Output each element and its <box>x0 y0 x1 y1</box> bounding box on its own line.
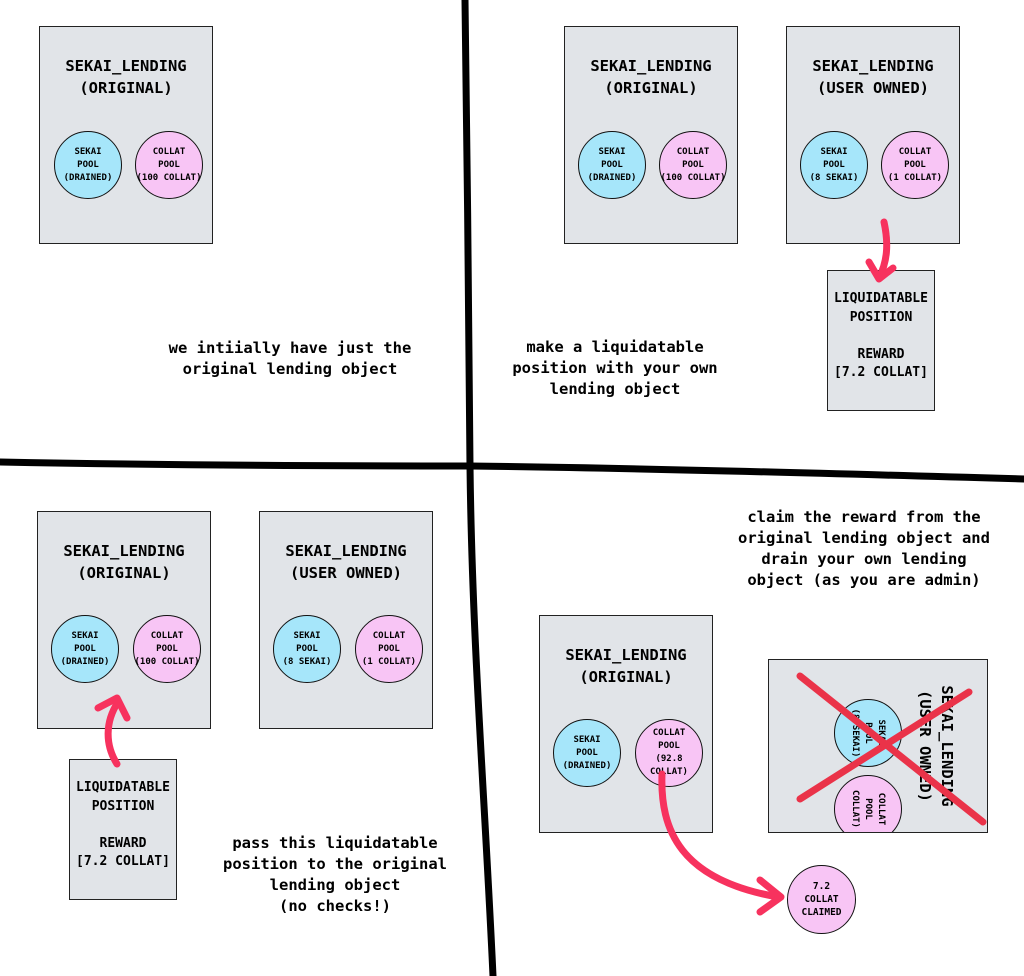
horizontal-divider <box>0 458 1024 483</box>
box-title: SEKAI_LENDING (USER OWNED) <box>812 57 934 97</box>
q2-liquidatable-position: LIQUIDATABLE POSITION REWARD [7.2 COLLAT… <box>827 270 935 411</box>
q3-liquidatable-position: LIQUIDATABLE POSITION REWARD [7.2 COLLAT… <box>69 759 177 900</box>
collat-pool: COLLAT POOL (100 COLLAT) <box>133 615 201 683</box>
sekai-pool: SEKAI POOL (DRAINED) <box>553 719 621 787</box>
box-title: SEKAI_LENDING (ORIGINAL) <box>565 646 687 686</box>
sekai-pool: SEKAI POOL (DRAINED) <box>51 615 119 683</box>
vertical-divider <box>461 0 497 976</box>
sekai-pool: SEKAI POOL (DRAINED) <box>54 131 122 199</box>
q1-original-lending-box: SEKAI_LENDING (ORIGINAL) SEKAI POOL (DRA… <box>39 26 213 244</box>
sekai-pool: SEKAI POOL (8 SEKAI) <box>273 615 341 683</box>
q3-user-lending-box: SEKAI_LENDING (USER OWNED) SEKAI POOL (8… <box>259 511 433 729</box>
sekai-pool: SEKAI POOL (DRAINED) <box>578 131 646 199</box>
q3-original-lending-box: SEKAI_LENDING (ORIGINAL) SEKAI POOL (DRA… <box>37 511 211 729</box>
box-title: SEKAI_LENDING (ORIGINAL) <box>590 57 712 97</box>
rotated-box-content: SEKAI_LENDING (USER OWNED) SEKAI POOL (8… <box>792 660 964 832</box>
q4-note: claim the reward from the original lendi… <box>738 508 990 589</box>
collat-claimed-bubble: 7.2 COLLAT CLAIMED <box>787 865 856 934</box>
collat-pool: COLLAT POOL COLLAT) <box>834 775 902 832</box>
collat-pool: COLLAT POOL (92.8 COLLAT) <box>635 719 703 787</box>
box-title: SEKAI_LENDING (USER OWNED) <box>916 685 956 807</box>
sekai-pool: SEKAI POOL (8 SEKAI) <box>834 699 902 767</box>
collat-pool: COLLAT POOL (100 COLLAT) <box>659 131 727 199</box>
q4-user-lending-box-drained: SEKAI_LENDING (USER OWNED) SEKAI POOL (8… <box>768 659 988 833</box>
sekai-pool: SEKAI POOL (8 SEKAI) <box>800 131 868 199</box>
box-title: SEKAI_LENDING (ORIGINAL) <box>65 57 187 97</box>
q3-note: pass this liquidatable position to the o… <box>223 834 447 915</box>
box-title: SEKAI_LENDING (ORIGINAL) <box>63 542 185 582</box>
q1-note: we intiially have just the original lend… <box>168 339 412 378</box>
q4-original-lending-box: SEKAI_LENDING (ORIGINAL) SEKAI POOL (DRA… <box>539 615 713 833</box>
q2-note: make a liquidatable position with your o… <box>512 338 718 398</box>
box-title: SEKAI_LENDING (USER OWNED) <box>285 542 407 582</box>
collat-pool: COLLAT POOL (100 COLLAT) <box>135 131 203 199</box>
arrowhead-claimed <box>756 876 785 916</box>
q2-original-lending-box: SEKAI_LENDING (ORIGINAL) SEKAI POOL (DRA… <box>564 26 738 244</box>
collat-pool: COLLAT POOL (1 COLLAT) <box>355 615 423 683</box>
collat-pool: COLLAT POOL (1 COLLAT) <box>881 131 949 199</box>
q2-user-lending-box: SEKAI_LENDING (USER OWNED) SEKAI POOL (8… <box>786 26 960 244</box>
